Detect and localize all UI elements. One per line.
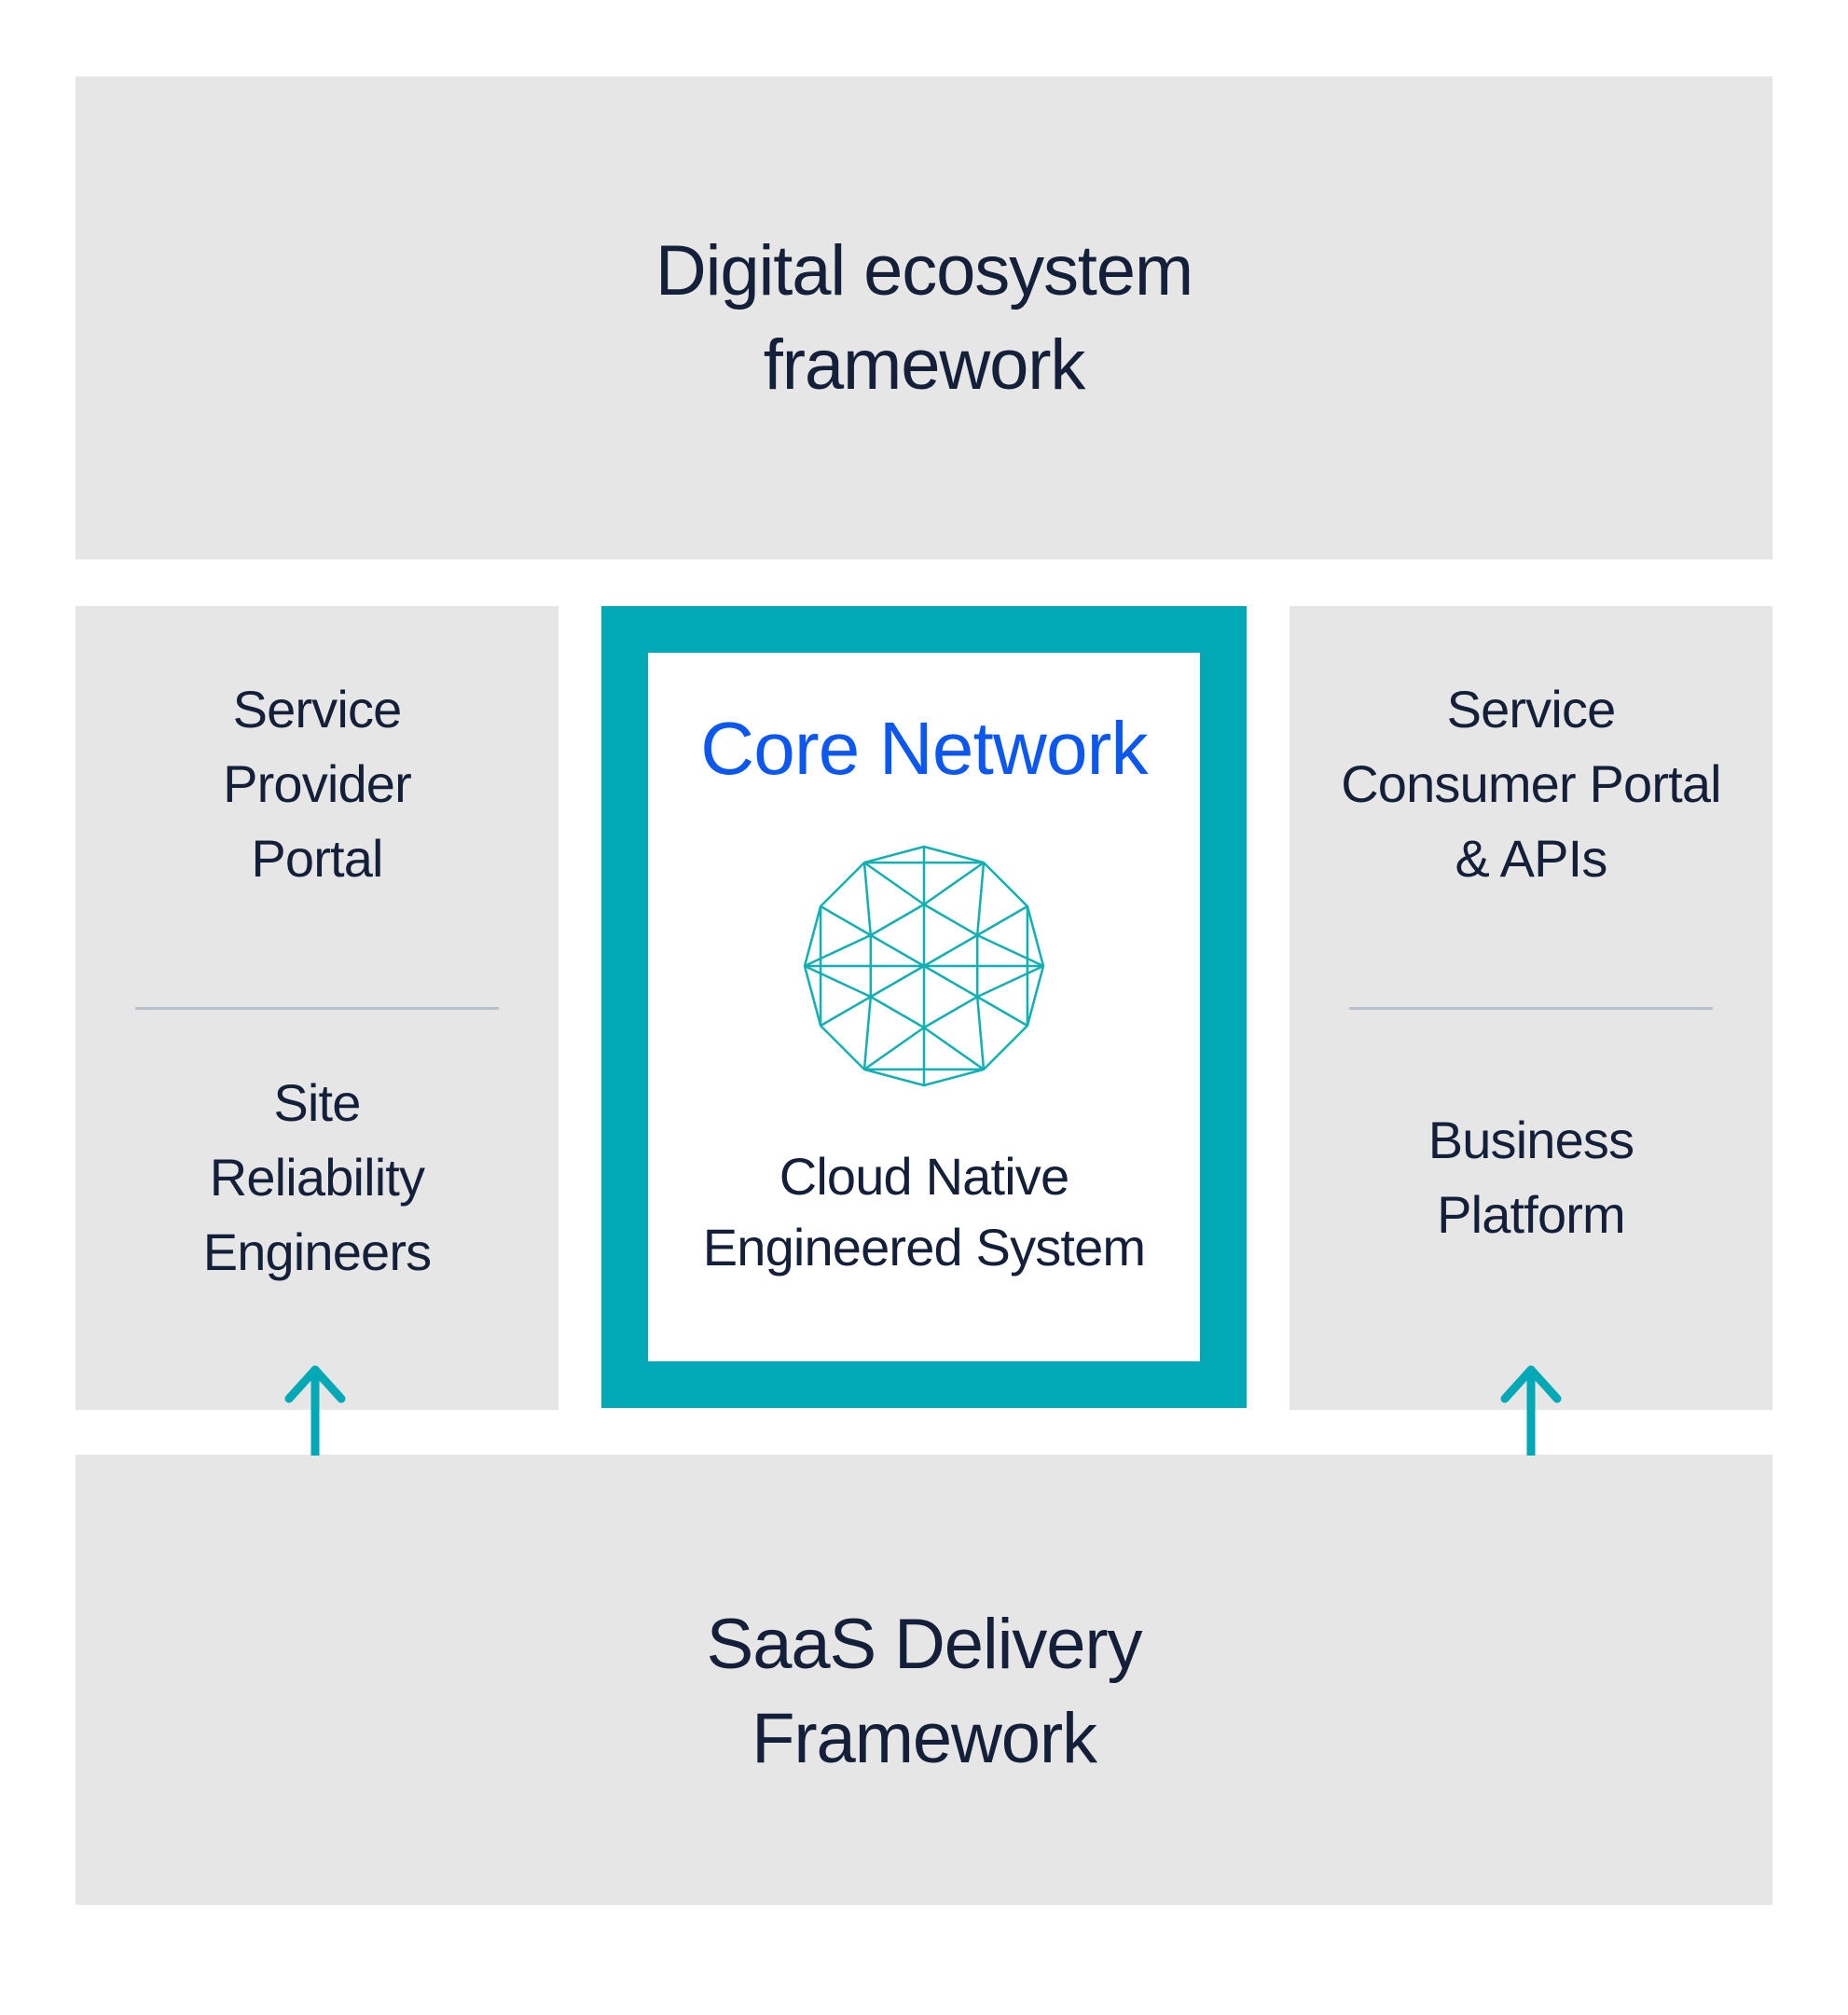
service-consumer-portal-section: Service Consumer Portal & APIs bbox=[1289, 606, 1772, 1007]
title-line: Framework bbox=[752, 1698, 1097, 1778]
service-provider-portal-box: Service Provider Portal Site Reliability… bbox=[76, 606, 559, 1410]
business-platform-section: Business Platform bbox=[1289, 1010, 1772, 1411]
service-consumer-portal-box: Service Consumer Portal & APIs Business … bbox=[1289, 606, 1772, 1410]
label-line: Engineered System bbox=[702, 1218, 1146, 1277]
service-provider-portal-label: Service Provider Portal bbox=[223, 672, 412, 896]
saas-delivery-framework-label: SaaS Delivery Framework bbox=[706, 1597, 1143, 1786]
label-line: Site bbox=[273, 1073, 361, 1133]
label-line: Service bbox=[1446, 679, 1617, 738]
core-network-box: Core Network bbox=[601, 606, 1247, 1408]
label-line: Engineers bbox=[202, 1222, 432, 1282]
right-up-arrow-icon bbox=[1500, 1365, 1562, 1456]
service-consumer-portal-label: Service Consumer Portal & APIs bbox=[1341, 672, 1721, 896]
label-line: Business bbox=[1427, 1111, 1634, 1170]
label-line: Reliability bbox=[209, 1148, 425, 1208]
label-line: Consumer Portal bbox=[1341, 753, 1721, 813]
label-line: Cloud Native bbox=[779, 1147, 1069, 1206]
label-line: Portal bbox=[251, 828, 383, 888]
label-line: & APIs bbox=[1455, 828, 1607, 888]
cloud-native-engineered-system-label: Cloud Native Engineered System bbox=[702, 1141, 1146, 1283]
site-reliability-engineers-label: Site Reliability Engineers bbox=[203, 1066, 432, 1290]
title-line: framework bbox=[763, 325, 1086, 405]
right-box-divider bbox=[1349, 1006, 1713, 1010]
geodesic-sphere-icon bbox=[803, 845, 1045, 1087]
core-network-title: Core Network bbox=[700, 707, 1148, 790]
business-platform-label: Business Platform bbox=[1428, 1103, 1634, 1252]
service-provider-portal-section: Service Provider Portal bbox=[76, 606, 559, 1007]
left-box-divider bbox=[135, 1006, 499, 1010]
label-line: Service bbox=[232, 679, 403, 738]
title-line: SaaS Delivery bbox=[706, 1604, 1143, 1684]
digital-ecosystem-framework-box: Digital ecosystem framework bbox=[76, 76, 1772, 559]
digital-ecosystem-framework-label: Digital ecosystem framework bbox=[655, 224, 1193, 412]
title-line: Digital ecosystem bbox=[655, 231, 1193, 311]
site-reliability-engineers-section: Site Reliability Engineers bbox=[76, 1010, 559, 1411]
label-line: Provider bbox=[223, 753, 412, 813]
label-line: Platform bbox=[1437, 1185, 1626, 1245]
core-network-inner-panel: Core Network bbox=[648, 653, 1200, 1361]
left-up-arrow-icon bbox=[284, 1365, 346, 1456]
saas-delivery-framework-box: SaaS Delivery Framework bbox=[76, 1455, 1772, 1905]
